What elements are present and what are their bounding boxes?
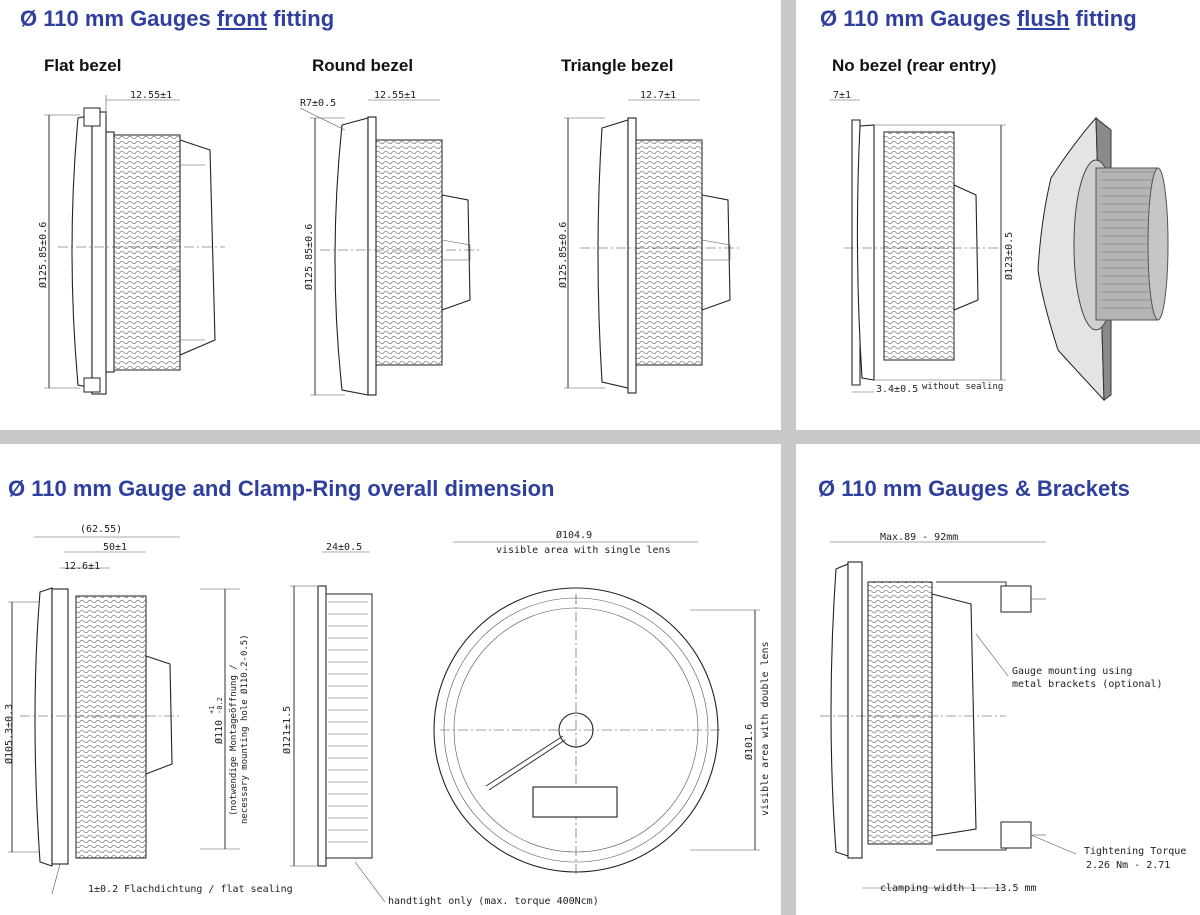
- dia-110-tol-dn: -0.2: [216, 697, 224, 714]
- no-bezel-label: No bezel (rear entry): [832, 56, 997, 75]
- round-bezel-radius-dim: R7±0.5: [300, 98, 336, 109]
- visible-single-note: visible area with single lens: [496, 545, 671, 556]
- overall-dimension-title: Ø 110 mm Gauge and Clamp-Ring overall di…: [8, 476, 555, 501]
- flat-bezel-label: Flat bezel: [44, 56, 122, 75]
- torque-note-1: Tightening Torque: [1084, 846, 1186, 857]
- triangle-bezel-dia-dim: Ø125.85±0.6: [557, 222, 569, 288]
- visible-single-dim: Ø104.9: [556, 529, 592, 541]
- handtight-note: handtight only (max. torque 400Ncm): [388, 896, 599, 907]
- flush-bottom-dim: 3.4±0.5: [876, 384, 918, 395]
- gauge-front-view: Ø104.9 visible area with single lens Ø10…: [433, 529, 771, 874]
- flush-fitting-title: Ø 110 mm Gauges flush fitting: [820, 6, 1137, 31]
- round-bezel-drawing: 12.55±1 R7±0.5 Ø125.85±0.6: [299, 90, 480, 396]
- brackets-panel: Ø 110 mm Gauges & Brackets Max.89 - 92mm…: [796, 444, 1200, 915]
- mounting-note-1: Gauge mounting using: [1012, 666, 1132, 677]
- flush-bottom-note: without sealing: [922, 382, 1003, 392]
- overall-dimension-panel: Ø 110 mm Gauge and Clamp-Ring overall di…: [0, 444, 781, 915]
- clamping-width-note: clamping width 1 - 13.5 mm: [880, 883, 1037, 894]
- dia-105-dim: Ø105.3±0.3: [3, 704, 15, 764]
- front-fitting-drawings: 12.55±1 Ø125.85±0.6 12.55±1 R7±0.5 Ø125.…: [37, 90, 740, 396]
- front-fitting-panel: Ø 110 mm Gauges front fitting Flat bezel…: [0, 0, 781, 430]
- triangle-bezel-label: Triangle bezel: [561, 56, 674, 75]
- flat-bezel-dia-dim: Ø125.85±0.6: [37, 222, 49, 288]
- ring-dia-dim: Ø121±1.5: [281, 706, 293, 754]
- bracket-gauge-drawing: Max.89 - 92mm Gauge mounting using metal…: [820, 532, 1186, 894]
- visible-double-dim: Ø101.6: [743, 724, 755, 760]
- visible-double-note: visible area with double lens: [760, 641, 771, 816]
- mount-hole-de: (notwendige Montageöffnung /: [229, 664, 239, 816]
- flat-bezel-width-dim: 12.55±1: [130, 90, 172, 101]
- flush-fitting-drawings: 7±1 Ø123±0.5 3.4±0.5 without sealing: [830, 90, 1169, 402]
- ring-width-dim: 24±0.5: [326, 542, 362, 553]
- mount-hole-en: necessary mounting hole Ø110.2-0.5): [239, 634, 250, 824]
- round-bezel-dia-dim: Ø125.85±0.6: [303, 224, 315, 290]
- round-bezel-label: Round bezel: [312, 56, 414, 75]
- dia-110-tol-up: +1: [208, 706, 216, 714]
- length-50-dim: 50±1: [103, 542, 127, 553]
- brackets-title: Ø 110 mm Gauges & Brackets: [818, 476, 1130, 501]
- max-depth-dim: Max.89 - 92mm: [880, 532, 958, 543]
- triangle-bezel-drawing: 12.7±1 Ø125.85±0.6: [557, 90, 740, 394]
- dia-110-dim: Ø110: [213, 720, 225, 744]
- triangle-bezel-width-dim: 12.7±1: [640, 90, 676, 101]
- no-bezel-drawing: 7±1 Ø123±0.5 3.4±0.5 without sealing: [830, 90, 1015, 395]
- torque-note-2: 2.26 Nm - 2.71: [1086, 860, 1170, 871]
- flush-3d-render: [1037, 116, 1169, 402]
- front-fitting-title: Ø 110 mm Gauges front fitting: [20, 6, 335, 31]
- overall-length-dim: (62.55): [80, 524, 122, 535]
- flush-dia-dim: Ø123±0.5: [1003, 232, 1015, 280]
- flat-sealing-note: 1±0.2 Flachdichtung / flat sealing: [88, 884, 293, 895]
- flush-top-dim: 7±1: [833, 90, 851, 101]
- round-bezel-width-dim: 12.55±1: [374, 90, 416, 101]
- flat-bezel-drawing: 12.55±1 Ø125.85±0.6: [37, 90, 225, 395]
- clamp-ring-view: 24±0.5 Ø121±1.5 handtight only (max. tor…: [281, 542, 599, 907]
- overall-dimension-drawings: (62.55) 50±1 12.6±1 Ø105.3±0.3 Ø110 +1 -…: [3, 524, 771, 907]
- mounting-note-2: metal brackets (optional): [1012, 679, 1163, 690]
- brackets-drawings: Max.89 - 92mm Gauge mounting using metal…: [820, 532, 1186, 894]
- length-12-6-dim: 12.6±1: [64, 561, 100, 572]
- gauge-side-view: (62.55) 50±1 12.6±1 Ø105.3±0.3 Ø110 +1 -…: [3, 524, 293, 895]
- flush-fitting-panel: Ø 110 mm Gauges flush fitting No bezel (…: [796, 0, 1200, 430]
